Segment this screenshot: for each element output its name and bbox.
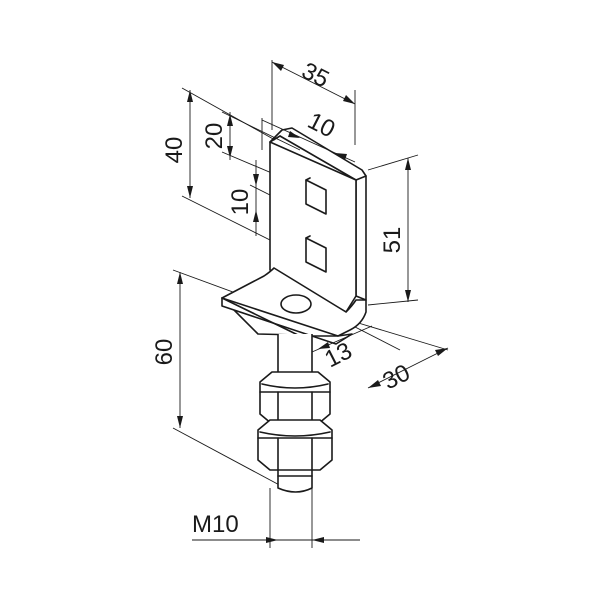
dim-label-13: 13: [320, 337, 356, 373]
dim-label-40: 40: [161, 137, 188, 164]
upper-slot: [305, 179, 327, 215]
lower-nut: [257, 419, 333, 471]
dim-label-30: 30: [378, 359, 414, 395]
dim-label-10-gap: 10: [227, 189, 254, 216]
lower-slot: [305, 237, 327, 273]
upper-nut: [259, 371, 331, 425]
bracket-base-plate: [221, 267, 367, 345]
dim-label-60: 60: [151, 339, 178, 366]
bracket-slots: [305, 177, 327, 273]
base-hole: [280, 294, 312, 314]
threaded-rod-assembly: [257, 334, 333, 493]
bracket-vertical-plate: [269, 127, 367, 313]
dim-label-m10: M10: [192, 511, 239, 538]
dim-label-20: 20: [201, 123, 228, 150]
dim-label-35: 35: [297, 57, 333, 93]
dimension-lines: [177, 61, 449, 543]
dim-label-51: 51: [379, 227, 406, 254]
